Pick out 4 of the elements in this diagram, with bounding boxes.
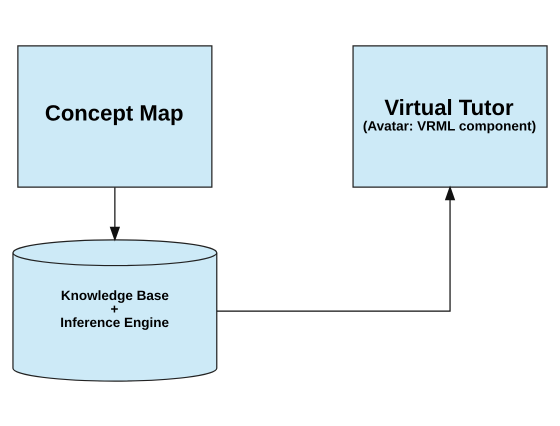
arrow [216, 184, 456, 312]
node-box: Virtual Tutor (Avatar: VRML component) [352, 44, 548, 188]
node-box: Concept Map [17, 44, 212, 188]
arrow [110, 187, 120, 242]
